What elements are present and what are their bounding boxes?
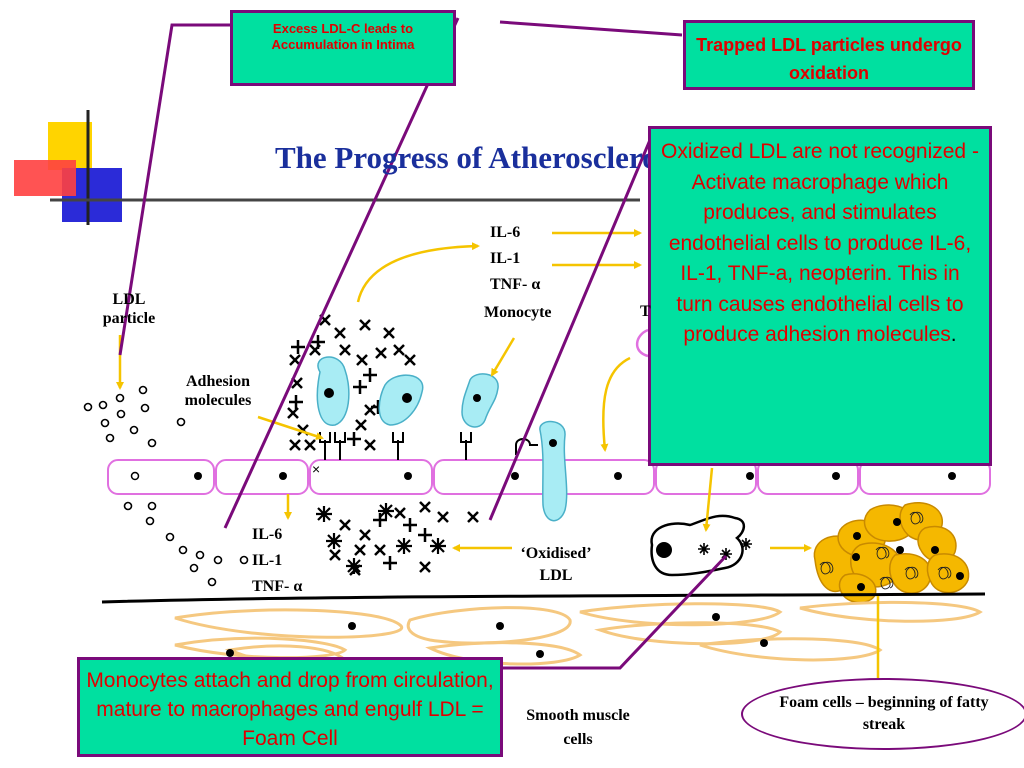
- macrophage: [650, 514, 752, 577]
- process-arrows: [116, 229, 812, 552]
- label-partial-t-text: T: [640, 303, 651, 320]
- label-oxidised-ldl-text: ‘Oxidised’ LDL: [520, 545, 592, 584]
- label-ldl-particle: LDL particle: [92, 290, 166, 328]
- callout-connectors: [118, 17, 728, 670]
- partial-pink-shape: [635, 328, 649, 358]
- elastic-lamina: [101, 592, 986, 604]
- label-smooth-muscle: Smooth muscle cells: [512, 704, 644, 752]
- callout-excess-ldl-text: Excess LDL-C leads to Accumulation in In…: [271, 21, 415, 52]
- callout-foam-cells-text: Foam cells – beginning of fatty streak: [779, 694, 989, 733]
- smooth-muscle-cells: [174, 600, 983, 667]
- cytokine-il1-bottom: IL-1: [252, 552, 283, 569]
- callout-oxidized-ldl-period: .: [950, 323, 957, 346]
- label-oxidised-ldl: ‘Oxidised’ LDL: [508, 543, 604, 587]
- callout-foam-cells: Foam cells – beginning of fatty streak: [741, 678, 1024, 750]
- callout-excess-ldl: Excess LDL-C leads to Accumulation in In…: [230, 10, 456, 86]
- label-monocyte-text: Monocyte: [484, 304, 552, 321]
- label-adhesion-molecules-text: Adhesion molecules: [184, 373, 252, 409]
- callout-trapped-ldl: Trapped LDL particles undergo oxidation: [683, 20, 975, 90]
- cytokine-il6-top: IL-6: [490, 224, 521, 241]
- smooth-muscle-nuclei: [226, 613, 768, 658]
- ldl-particles: [83, 385, 249, 587]
- label-cytokines-bottom: IL-6 IL-1 TNF- α: [252, 522, 302, 600]
- label-adhesion-molecules: Adhesion molecules: [170, 372, 266, 410]
- label-partial-t: T: [640, 302, 651, 321]
- oxidised-star-particles: [316, 503, 446, 574]
- adhesion-receptors: [319, 432, 538, 460]
- endothelium: ×: [107, 459, 991, 495]
- page-title: The Progress of Atherosclerosis: [275, 140, 691, 175]
- cytokine-tnf-top: TNF- α: [490, 276, 541, 293]
- label-smooth-muscle-text: Smooth muscle cells: [526, 707, 630, 748]
- callout-monocytes-text: Monocytes attach and drop from circulati…: [86, 669, 494, 750]
- callout-trapped-ldl-text: Trapped LDL particles undergo oxidation: [696, 35, 962, 83]
- monocyte-cells: [316, 356, 568, 522]
- callout-oxidized-ldl: Oxidized LDL are not recognized - Activa…: [648, 126, 992, 466]
- cytokine-il1-top: IL-1: [490, 250, 521, 267]
- label-cytokines-top: IL-6 IL-1 TNF- α: [490, 220, 540, 298]
- callout-oxidized-ldl-text: Oxidized LDL are not recognized - Activa…: [661, 140, 979, 346]
- label-monocyte: Monocyte: [484, 303, 552, 322]
- label-ldl-particle-text: LDL particle: [102, 291, 156, 327]
- plus-markers: [289, 335, 432, 570]
- callout-monocytes: Monocytes attach and drop from circulati…: [77, 657, 503, 757]
- cytokine-il6-bottom: IL-6: [252, 526, 283, 543]
- foam-cell-nuclei: [852, 518, 964, 591]
- decorative-logo: [14, 110, 640, 225]
- foam-cell-lipid-scribbles: [819, 511, 952, 590]
- oxidised-ldl-crosses: [287, 314, 479, 576]
- svg-text:×: ×: [312, 461, 320, 477]
- cytokine-tnf-bottom: TNF- α: [252, 578, 303, 595]
